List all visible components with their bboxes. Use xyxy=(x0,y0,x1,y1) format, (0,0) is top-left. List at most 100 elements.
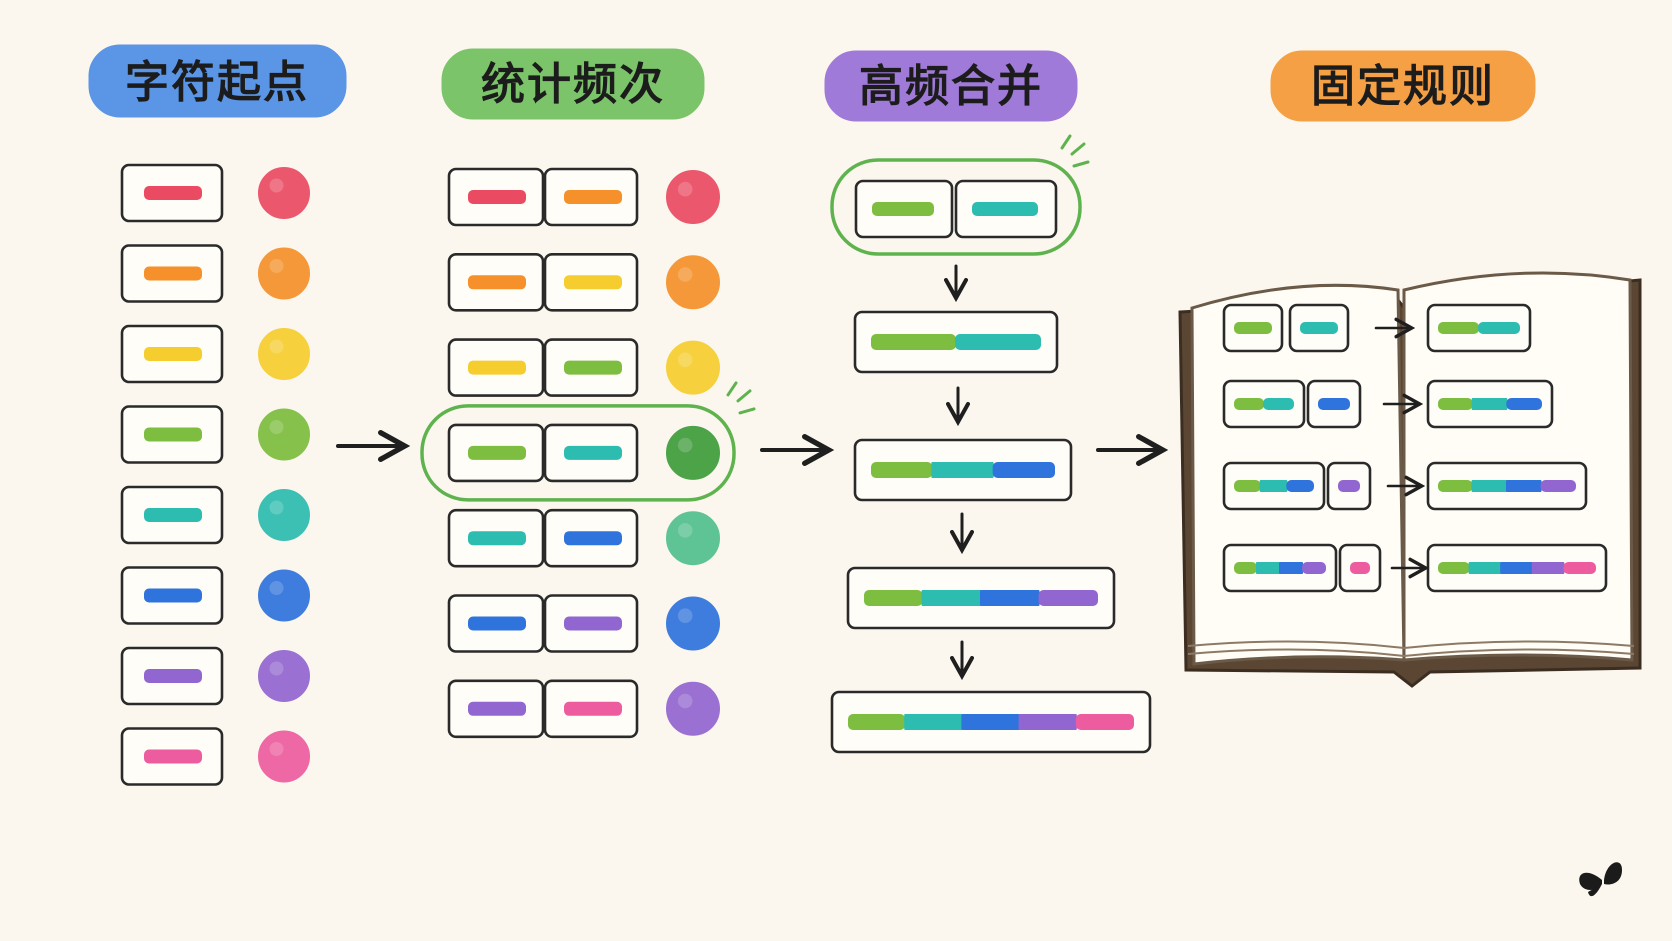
color-segment xyxy=(1506,398,1542,410)
sparkle-line xyxy=(1070,142,1086,156)
merge-rule xyxy=(1222,543,1608,593)
circle-highlight xyxy=(269,742,284,756)
char-row xyxy=(120,324,310,384)
frequency-circle xyxy=(258,247,310,300)
sparkle-line xyxy=(736,389,752,403)
circle-highlight xyxy=(269,178,284,193)
diagram-content xyxy=(120,134,1608,786)
color-segment xyxy=(1318,398,1350,410)
circle-highlight xyxy=(677,693,693,709)
color-segment xyxy=(1234,398,1264,410)
color-bar xyxy=(468,701,526,716)
color-bar xyxy=(564,190,622,204)
color-segment xyxy=(871,462,933,478)
pair-row xyxy=(447,338,720,397)
merged-token xyxy=(853,310,1059,374)
color-bar xyxy=(144,427,202,442)
color-bar xyxy=(144,749,202,764)
color-segment xyxy=(1256,562,1280,574)
selected-pair-highlight xyxy=(830,158,1082,256)
color-segment xyxy=(921,590,981,606)
frequency-circle xyxy=(258,328,310,380)
color-bar xyxy=(564,445,622,460)
color-bar xyxy=(564,531,622,546)
butterfly-wing xyxy=(1579,872,1602,890)
color-bar xyxy=(468,275,526,290)
color-bar xyxy=(468,616,526,631)
color-bar xyxy=(872,202,934,216)
pair-row xyxy=(447,594,720,653)
frequency-circle xyxy=(258,650,310,702)
header-label: 字符起点 xyxy=(125,57,309,108)
color-segment xyxy=(1279,562,1303,574)
color-bar xyxy=(468,445,526,460)
color-bar xyxy=(144,347,202,361)
header-label: 统计频次 xyxy=(481,59,665,110)
color-segment xyxy=(1506,480,1542,492)
circle-highlight xyxy=(269,259,284,273)
circle-highlight xyxy=(269,581,284,595)
color-bar xyxy=(144,508,202,522)
color-bar xyxy=(144,669,202,683)
merge-rule xyxy=(1222,461,1588,511)
highlight-sparkle xyxy=(726,381,756,415)
color-bar xyxy=(564,275,622,290)
color-segment xyxy=(955,334,1041,350)
selected-pair xyxy=(830,158,1082,256)
highest-pair-highlight xyxy=(420,404,736,502)
color-segment xyxy=(1234,562,1257,574)
merged-token xyxy=(830,690,1152,754)
color-segment xyxy=(1540,480,1576,492)
color-segment xyxy=(848,714,906,730)
color-segment xyxy=(1471,398,1508,410)
sparkle-line xyxy=(1072,160,1090,168)
pair-row xyxy=(447,508,720,568)
color-bar xyxy=(468,190,526,204)
color-bar xyxy=(564,701,622,716)
frequency-circle xyxy=(258,730,310,783)
color-bar xyxy=(564,616,622,631)
book-page-edge xyxy=(1187,648,1635,658)
pair-row xyxy=(447,679,720,739)
circle-highlight xyxy=(677,352,693,368)
color-bar xyxy=(144,588,202,603)
circle-highlight xyxy=(677,267,693,282)
sparkle-line xyxy=(1060,134,1072,150)
sparkle-line xyxy=(726,381,738,397)
color-segment xyxy=(1038,590,1098,606)
color-segment xyxy=(1438,562,1470,574)
circle-highlight xyxy=(269,420,284,434)
frequency-circle xyxy=(666,681,720,736)
color-segment xyxy=(1563,562,1596,574)
circle-highlight xyxy=(677,608,693,623)
header-label: 高频合并 xyxy=(859,61,1043,112)
char-row xyxy=(120,244,310,303)
color-bar xyxy=(564,360,622,375)
color-segment xyxy=(1075,714,1134,730)
color-segment xyxy=(1302,562,1326,574)
color-segment xyxy=(1438,322,1479,334)
book-page-edge xyxy=(1187,640,1635,650)
color-segment xyxy=(1531,562,1565,574)
frequency-circle xyxy=(258,408,310,461)
color-segment xyxy=(1234,322,1272,334)
color-bar xyxy=(468,531,526,546)
pair-row xyxy=(420,404,736,502)
color-segment xyxy=(1350,562,1370,574)
header-fixed-rules: 固定规则 xyxy=(1270,50,1536,122)
pair-row xyxy=(447,167,720,227)
frequency-circle xyxy=(666,170,720,224)
color-segment xyxy=(1300,322,1338,334)
frequency-circle xyxy=(258,569,310,622)
color-segment xyxy=(1438,480,1473,492)
color-segment xyxy=(1018,714,1077,730)
header-frequency-count: 统计频次 xyxy=(441,48,705,120)
color-bar xyxy=(468,360,526,375)
color-segment xyxy=(1471,480,1507,492)
color-bar xyxy=(144,266,202,281)
circle-highlight xyxy=(269,500,284,515)
header-pill xyxy=(441,48,705,120)
circle-highlight xyxy=(269,339,284,354)
color-segment xyxy=(1286,480,1314,492)
